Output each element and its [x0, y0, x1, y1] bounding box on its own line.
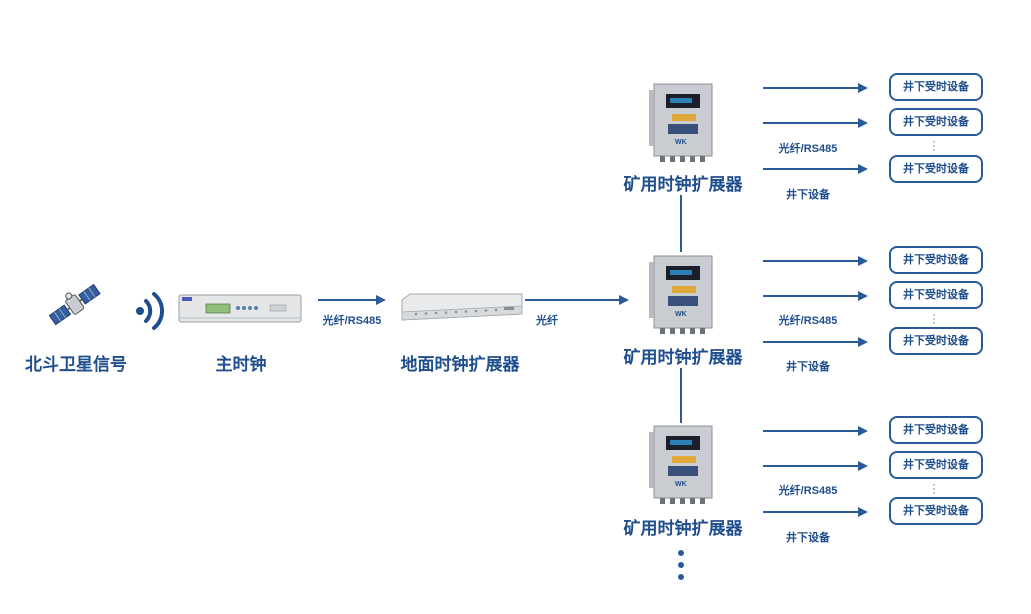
mine-extender-label: 矿用时钟扩展器 — [623, 175, 743, 194]
link-label-underground-device: 井下设备 — [786, 532, 830, 544]
receiver-device-box: 井下受时设备 — [889, 281, 983, 309]
svg-text:WK: WK — [675, 481, 687, 488]
link-label-fiber-rs485: 光纤/RS485 — [778, 485, 838, 497]
continuation-dot — [678, 562, 684, 568]
satellite-icon — [48, 283, 101, 326]
continuation-dot — [678, 574, 684, 580]
more-devices-dots: ··· — [932, 479, 936, 499]
wifi-signal-icon — [136, 292, 165, 330]
satellite-label: 北斗卫星信号 — [25, 355, 127, 374]
master-clock-label: 主时钟 — [215, 355, 267, 374]
receiver-device-box: 井下受时设备 — [889, 416, 983, 444]
mine-extender-device: WK — [649, 83, 713, 162]
link-label-fiber-rs485: 光纤/RS485 — [778, 143, 838, 155]
more-devices-dots: ··· — [932, 136, 936, 156]
master-clock-device — [178, 294, 302, 323]
link-label-fiber-rs485: 光纤/RS485 — [322, 315, 382, 327]
receiver-device-box: 井下受时设备 — [889, 451, 983, 479]
receiver-device-box: 井下受时设备 — [889, 497, 983, 525]
svg-text:WK: WK — [675, 139, 687, 146]
receiver-device-box: 井下受时设备 — [889, 327, 983, 355]
mine-extender-device: WK — [649, 425, 713, 504]
ground-extender-device — [401, 293, 523, 321]
svg-text:WK: WK — [675, 311, 687, 318]
continuation-dot — [678, 550, 684, 556]
link-label-underground-device: 井下设备 — [786, 361, 830, 373]
receiver-device-box: 井下受时设备 — [889, 73, 983, 101]
link-label-fiber: 光纤 — [536, 315, 558, 327]
mine-extender-device: WK — [649, 255, 713, 334]
link-label-fiber-rs485: 光纤/RS485 — [778, 315, 838, 327]
receiver-device-box: 井下受时设备 — [889, 108, 983, 136]
mine-extender-label: 矿用时钟扩展器 — [623, 519, 743, 538]
receiver-device-box: 井下受时设备 — [889, 155, 983, 183]
mine-extender-label: 矿用时钟扩展器 — [623, 348, 743, 367]
more-devices-dots: ··· — [932, 309, 936, 329]
link-label-underground-device: 井下设备 — [786, 189, 830, 201]
receiver-device-box: 井下受时设备 — [889, 246, 983, 274]
ground-extender-label: 地面时钟扩展器 — [400, 355, 520, 374]
